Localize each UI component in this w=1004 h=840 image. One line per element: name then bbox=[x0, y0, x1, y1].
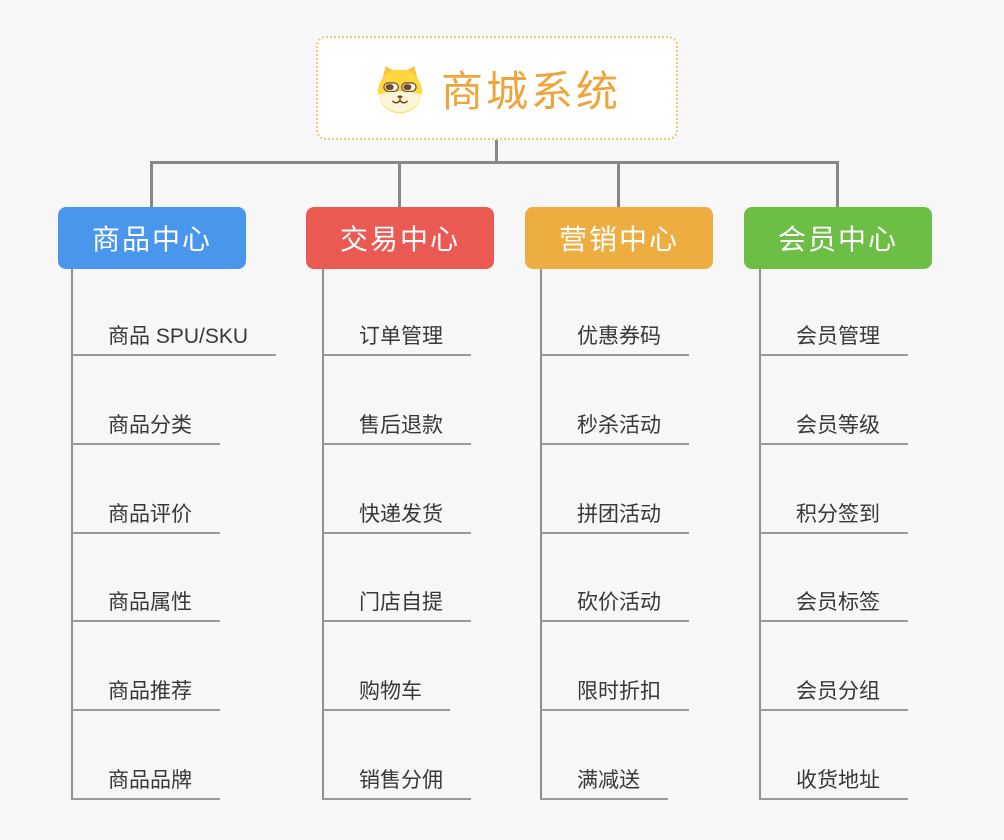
leaf-node[interactable]: 满减送 bbox=[541, 763, 668, 800]
root-title: 商城系统 bbox=[440, 67, 621, 115]
leaf-node[interactable]: 商品品牌 bbox=[72, 763, 220, 800]
connector-drop-trade-center bbox=[398, 162, 401, 207]
leaf-node[interactable]: 会员等级 bbox=[760, 408, 908, 445]
connector-root-stem bbox=[495, 140, 498, 163]
branch-node-member-center[interactable]: 会员中心 bbox=[744, 207, 932, 269]
leaf-node[interactable]: 拼团活动 bbox=[541, 497, 689, 534]
leaf-node[interactable]: 购物车 bbox=[323, 674, 450, 711]
branch-node-trade-center[interactable]: 交易中心 bbox=[306, 207, 494, 269]
connector-drop-marketing-center bbox=[617, 162, 620, 207]
leaf-node[interactable]: 积分签到 bbox=[760, 497, 908, 534]
connector-children-marketing-center bbox=[540, 269, 542, 800]
root-node[interactable]: 商城系统 bbox=[316, 36, 678, 140]
connector-children-member-center bbox=[759, 269, 761, 800]
leaf-node[interactable]: 商品分类 bbox=[72, 408, 220, 445]
connector-children-product-center bbox=[71, 269, 73, 800]
leaf-node[interactable]: 会员管理 bbox=[760, 319, 908, 356]
leaf-node[interactable]: 快递发货 bbox=[323, 497, 471, 534]
leaf-node[interactable]: 售后退款 bbox=[323, 408, 471, 445]
shiba-dog-face-icon bbox=[373, 61, 427, 115]
connector-drop-product-center bbox=[150, 162, 153, 207]
leaf-node[interactable]: 秒杀活动 bbox=[541, 408, 689, 445]
connector-children-trade-center bbox=[322, 269, 324, 800]
connector-bus bbox=[150, 161, 839, 164]
leaf-node[interactable]: 会员分组 bbox=[760, 674, 908, 711]
leaf-node[interactable]: 商品评价 bbox=[72, 497, 220, 534]
leaf-node[interactable]: 订单管理 bbox=[323, 319, 471, 356]
leaf-node[interactable]: 限时折扣 bbox=[541, 674, 689, 711]
branch-node-product-center[interactable]: 商品中心 bbox=[58, 207, 246, 269]
leaf-node[interactable]: 会员标签 bbox=[760, 585, 908, 622]
leaf-node[interactable]: 收货地址 bbox=[760, 763, 908, 800]
leaf-node[interactable]: 商品 SPU/SKU bbox=[72, 319, 277, 356]
leaf-node[interactable]: 销售分佣 bbox=[323, 763, 471, 800]
leaf-node[interactable]: 商品推荐 bbox=[72, 674, 220, 711]
connector-drop-member-center bbox=[836, 162, 839, 207]
branch-node-marketing-center[interactable]: 营销中心 bbox=[525, 207, 713, 269]
leaf-node[interactable]: 门店自提 bbox=[323, 585, 471, 622]
leaf-node[interactable]: 砍价活动 bbox=[541, 585, 689, 622]
leaf-node[interactable]: 优惠券码 bbox=[541, 319, 689, 356]
leaf-node[interactable]: 商品属性 bbox=[72, 585, 220, 622]
